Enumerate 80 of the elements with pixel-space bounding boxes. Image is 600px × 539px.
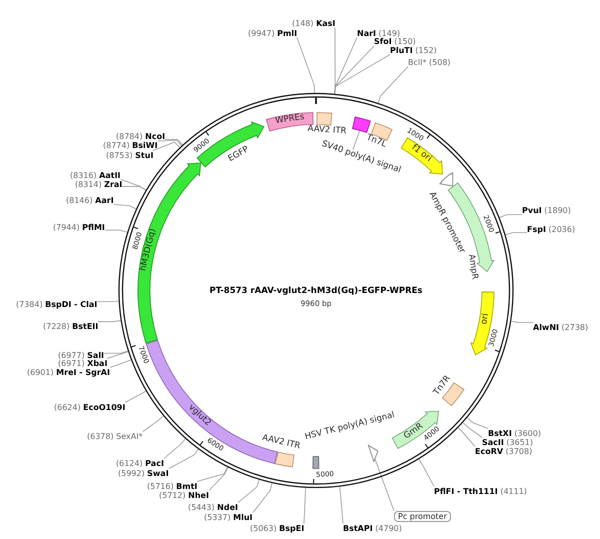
leader-line	[238, 479, 260, 503]
leader-line	[98, 320, 122, 322]
restriction-site-label: FspI (2036)	[527, 224, 576, 234]
leader-line	[378, 66, 408, 104]
leader-line	[374, 458, 394, 512]
map-title: PT-8573 rAAV-vglut2-hM3d(Gq)-EGFP-WPREs	[210, 286, 422, 296]
leader-line	[164, 138, 183, 146]
restriction-site-label: EcoRV (3708)	[475, 446, 532, 456]
leader-line	[158, 140, 182, 146]
restriction-site-label: (6977) SalI	[58, 350, 104, 360]
leader-line	[462, 422, 482, 438]
restriction-site-label: PluTI (152)	[390, 46, 437, 55]
restriction-site-label: PflFI - Tth111I (4111)	[434, 486, 527, 496]
feature-label: AmpR	[465, 254, 478, 280]
restriction-site-label: (5337) MluI	[204, 512, 253, 522]
restriction-site-label: SfoI (150)	[374, 37, 416, 46]
leader-line	[208, 467, 228, 491]
feature-label: ori	[480, 312, 492, 326]
leader-line	[339, 486, 344, 524]
leader-line	[304, 487, 306, 524]
leader-line	[499, 214, 522, 218]
leader-line	[124, 390, 146, 403]
restriction-site-label: (7944) PflMI	[53, 222, 105, 232]
restriction-site-label: (7384) BspDI - ClaI	[16, 300, 98, 309]
feature-label: Tn7L	[364, 134, 388, 150]
restriction-site-label: (5712) NheI	[159, 490, 209, 500]
restriction-site-label: (8316) AatII	[70, 170, 121, 180]
restriction-site-label: (5716) BmtI	[147, 482, 198, 491]
feature-label: WPREs	[275, 113, 306, 128]
leader-line	[196, 466, 228, 482]
leader-line	[458, 427, 476, 447]
restriction-site-label: SacII (3651)	[482, 438, 534, 447]
leader-line	[96, 300, 120, 302]
restriction-site-label: (9947) PmlI	[248, 28, 298, 38]
restriction-site-label: (6124) PacI	[116, 458, 164, 468]
leader-line	[164, 438, 186, 459]
restriction-site-label: (8774) BsiWI	[103, 141, 158, 150]
feature-label: AAV2 ITR	[307, 124, 347, 138]
leader-line	[334, 37, 358, 94]
leader-line	[418, 458, 434, 487]
leader-line	[466, 417, 488, 429]
restriction-site-label: (6971) XbaI	[58, 358, 108, 368]
leader-line	[168, 448, 199, 469]
leader-line	[505, 232, 528, 236]
leader-line	[120, 179, 146, 190]
restriction-site-label: NarI (149)	[357, 28, 400, 38]
leader-line	[296, 37, 315, 94]
leader-line	[334, 27, 336, 94]
leader-line	[510, 320, 534, 323]
restriction-site-label: (6624) EcoO109I	[54, 402, 126, 412]
restriction-site-label: (6378) SexAI*	[87, 432, 143, 441]
restriction-site-label: PvuI (1890)	[522, 206, 571, 215]
leader-line	[106, 351, 128, 359]
leader-line	[334, 54, 390, 94]
restriction-site-label: AlwNI (2738)	[533, 322, 588, 332]
restriction-site-label: (148) KasI	[292, 18, 336, 28]
restriction-site-label: BstXI (3600)	[488, 428, 541, 438]
leader-line	[104, 230, 128, 233]
restriction-site-label: (8753) StuI	[106, 150, 154, 160]
leader-line	[122, 186, 146, 191]
restriction-site-label: (8146) AarI	[66, 196, 114, 205]
leader-line	[114, 204, 136, 210]
leader-line	[352, 130, 360, 150]
callout-box: Pc promoter	[394, 511, 451, 522]
leader-line	[152, 142, 180, 151]
leader-line	[252, 482, 272, 513]
restriction-site-label: BclI* (508)	[408, 58, 451, 67]
restriction-site-label: (8784) NcoI	[116, 132, 166, 141]
restriction-site-label: (5992) SwaI	[118, 468, 169, 478]
leader-line	[110, 360, 132, 368]
feature-label: AAV2 ITR	[260, 434, 301, 453]
restriction-site-label: (5063) BspEI	[250, 524, 304, 533]
leader-line	[104, 350, 128, 354]
restriction-site-label: (5443) NdeI	[188, 502, 238, 512]
restriction-site-label: BstAPI (4790)	[343, 524, 402, 533]
restriction-site-label: (6901) MreI - SgrAI	[27, 368, 110, 377]
feature-label: f1 ori	[408, 143, 432, 165]
leader-line	[142, 416, 164, 432]
restriction-site-label: (7228) BstEII	[43, 322, 98, 331]
restriction-site-label: (8314) ZraI	[75, 180, 122, 189]
